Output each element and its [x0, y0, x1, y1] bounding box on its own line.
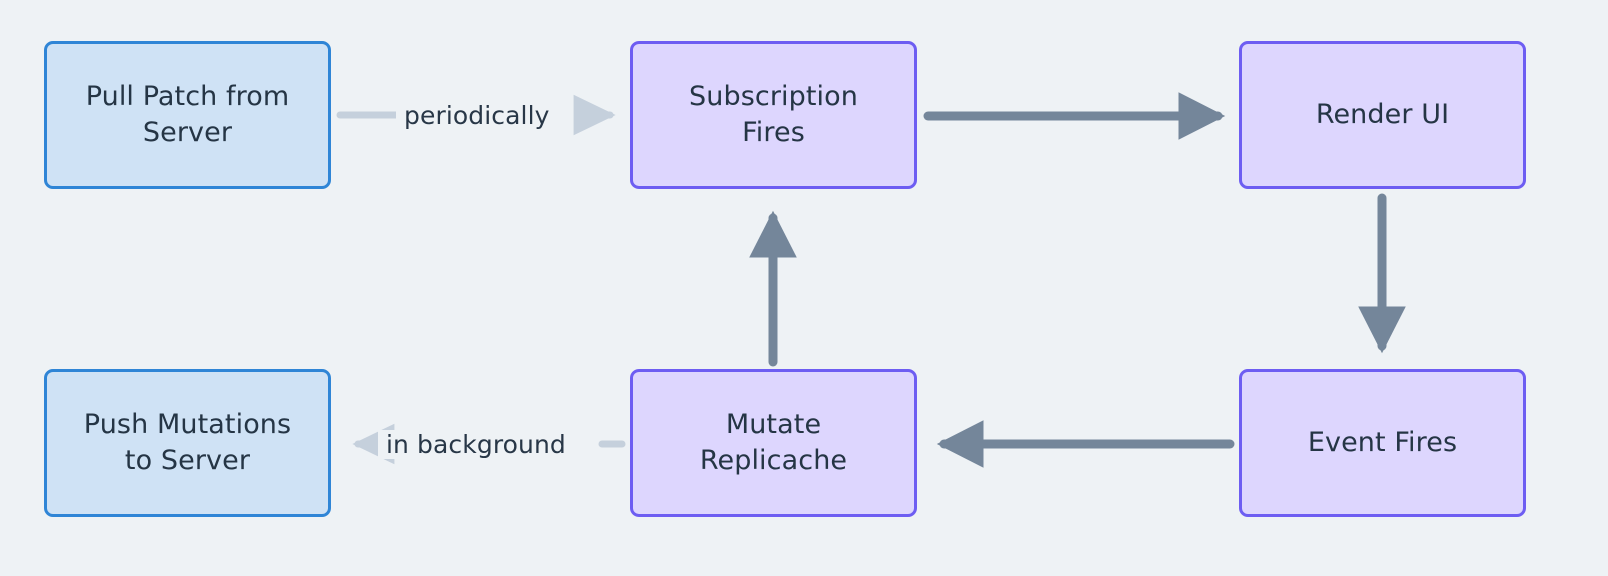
node-event-fires[interactable]: Event Fires [1239, 369, 1526, 517]
node-push-mutations-to-server[interactable]: Push Mutations to Server [44, 369, 331, 517]
node-render-ui[interactable]: Render UI [1239, 41, 1526, 189]
edge-label-periodically: periodically [396, 101, 558, 130]
node-subscription-fires[interactable]: Subscription Fires [630, 41, 917, 189]
edge-label-in-background: in background [378, 430, 574, 459]
node-mutate-replicache[interactable]: Mutate Replicache [630, 369, 917, 517]
node-pull-patch-from-server[interactable]: Pull Patch from Server [44, 41, 331, 189]
